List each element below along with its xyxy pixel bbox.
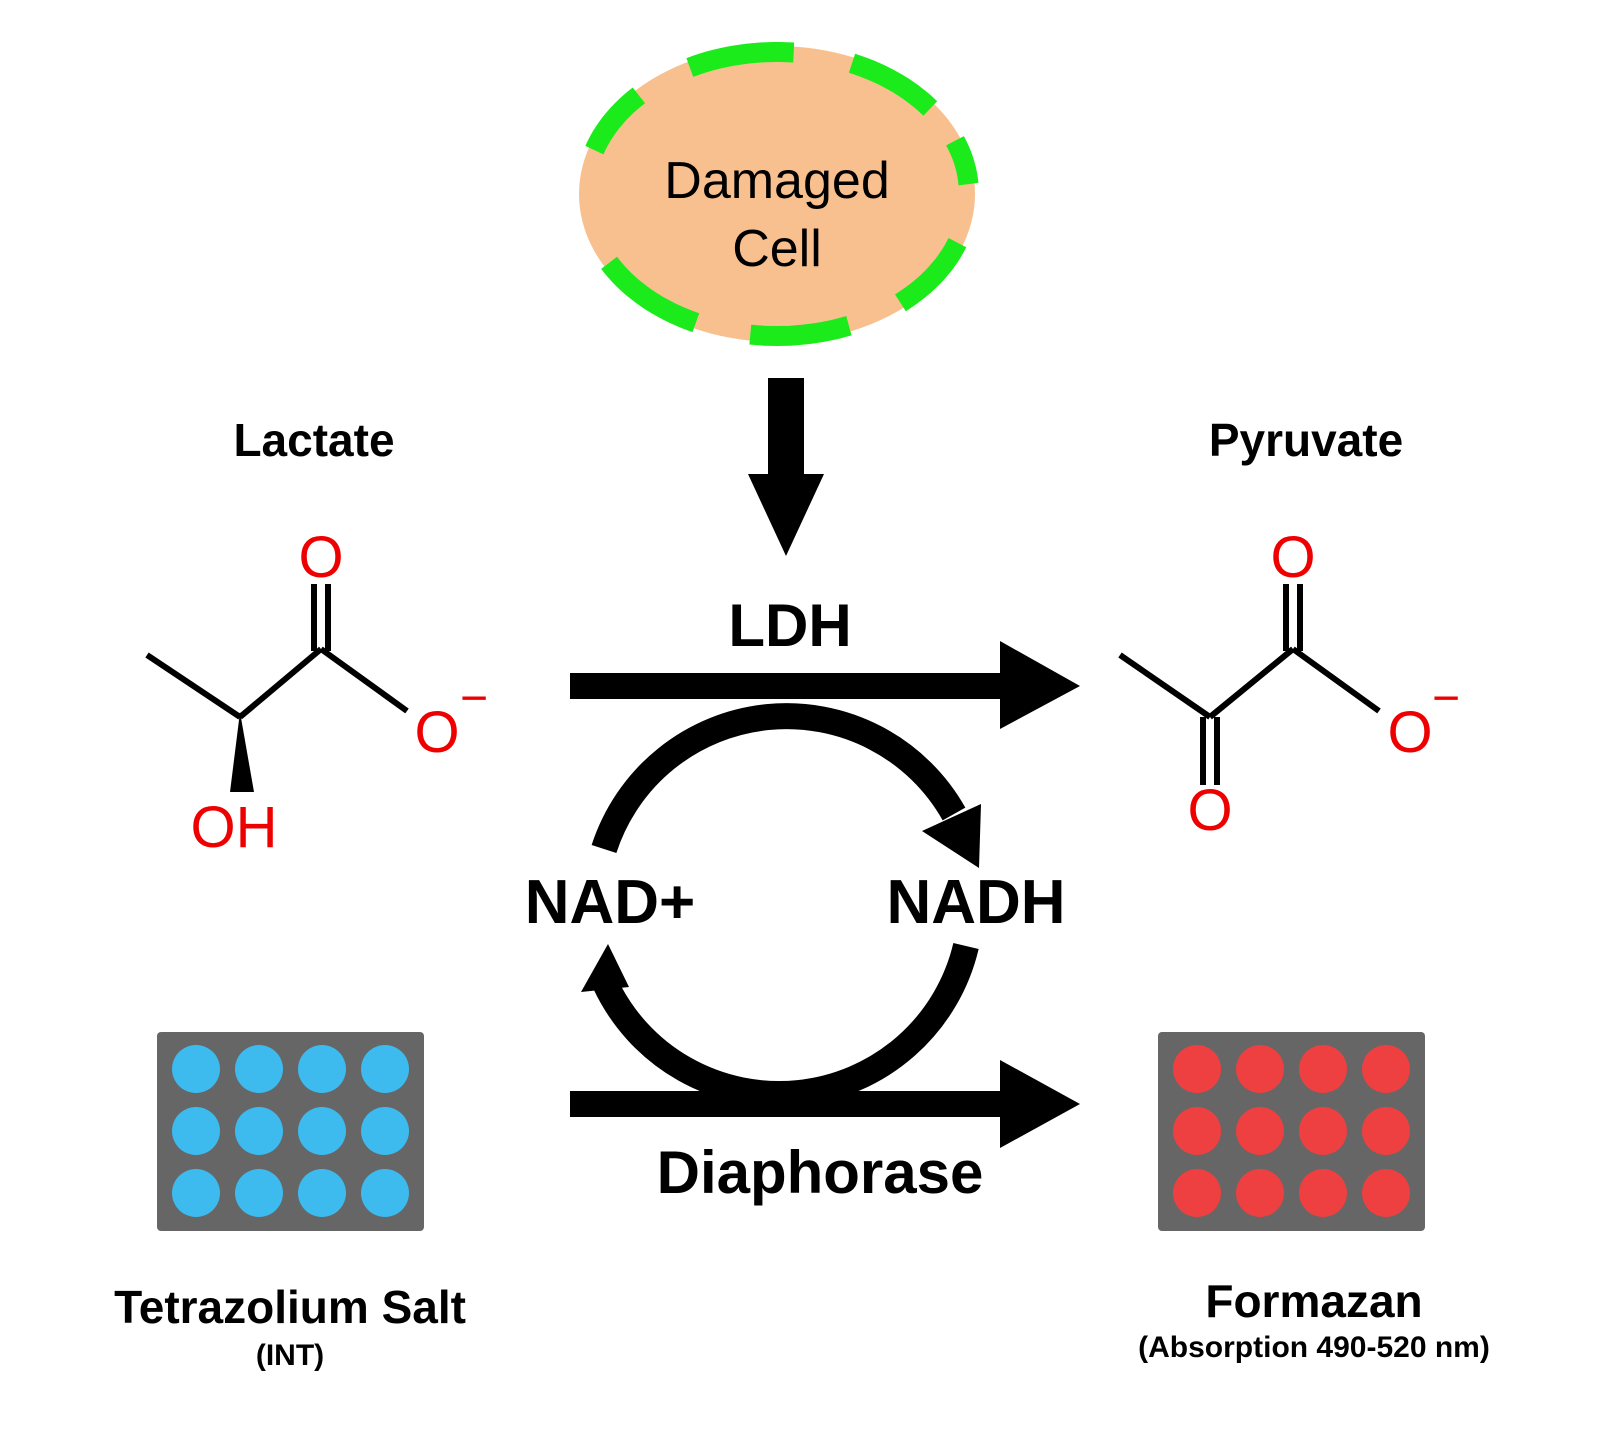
membrane-segment — [848, 53, 938, 116]
membrane-segment — [749, 316, 852, 347]
pyruvate-negative-charge: − — [1432, 672, 1460, 725]
release-arrow-head — [748, 474, 824, 556]
formazan-well — [1299, 1045, 1347, 1093]
nadh-label: NADH — [886, 868, 1065, 937]
formazan-well — [1236, 1169, 1284, 1217]
int-well — [235, 1107, 283, 1155]
lactate-bonds — [145, 584, 409, 720]
tetrazolium-plate — [157, 1032, 424, 1231]
int-well — [298, 1169, 346, 1217]
cell-membrane-segments — [585, 42, 979, 347]
cycle-arc-top — [591, 703, 966, 854]
cycle-arrowhead-to-nadh — [922, 804, 981, 868]
formazan-well — [1362, 1169, 1410, 1217]
formazan-well — [1299, 1169, 1347, 1217]
int-plate-wells — [172, 1045, 409, 1217]
tetrazolium-title: Tetrazolium Salt — [114, 1281, 466, 1333]
int-well — [298, 1107, 346, 1155]
ldh-label: LDH — [728, 592, 851, 659]
release-arrow-shaft — [768, 378, 804, 476]
diaphorase-arrow — [570, 1060, 1080, 1148]
pyruvate-title: Pyruvate — [1209, 414, 1403, 466]
formazan-plate — [1158, 1032, 1425, 1231]
lactate-wedge-bond — [230, 712, 254, 792]
cell-label-line2: Cell — [732, 220, 822, 278]
membrane-segment — [585, 87, 646, 155]
membrane-segment — [946, 136, 979, 186]
formazan-well — [1236, 1107, 1284, 1155]
int-plate-body — [157, 1032, 424, 1231]
int-well — [172, 1107, 220, 1155]
pyruvate-bonds — [1118, 584, 1381, 785]
lactate-molecule: Lactate O O − OH — [145, 414, 488, 860]
int-well — [172, 1169, 220, 1217]
membrane-segment — [894, 237, 967, 312]
ldh-arrow-shaft — [570, 673, 1010, 699]
int-well — [298, 1045, 346, 1093]
ldh-arrow-head — [1000, 641, 1080, 729]
int-well — [361, 1169, 409, 1217]
lactate-carboxylate-oxygen: O — [414, 700, 459, 765]
int-well — [235, 1169, 283, 1217]
formazan-well — [1173, 1107, 1221, 1155]
tetrazolium-subtitle: (INT) — [256, 1339, 324, 1372]
pyruvate-carbonyl-oxygen-top: O — [1270, 525, 1315, 590]
lactate-title: Lactate — [233, 414, 394, 466]
cell-body — [579, 46, 975, 342]
formazan-well — [1173, 1045, 1221, 1093]
formazan-subtitle: (Absorption 490-520 nm) — [1138, 1331, 1490, 1364]
ldh-arrow — [570, 641, 1080, 729]
lactate-hydroxyl: OH — [191, 795, 278, 860]
pyruvate-keto-oxygen: O — [1187, 778, 1232, 843]
diaphorase-label: Diaphorase — [657, 1139, 984, 1206]
formazan-well — [1362, 1045, 1410, 1093]
nad-plus-label: NAD+ — [525, 868, 696, 937]
formazan-plate-body — [1158, 1032, 1425, 1231]
formazan-well — [1236, 1045, 1284, 1093]
release-arrow — [748, 378, 824, 556]
membrane-segment — [601, 256, 700, 333]
cycle-arc-bottom — [593, 943, 979, 1108]
membrane-segment — [686, 42, 795, 77]
cell-label-line1: Damaged — [664, 152, 889, 210]
cofactor-cycle — [581, 703, 981, 1108]
lactate-negative-charge: − — [460, 672, 488, 725]
pyruvate-molecule: Pyruvate O O − O — [1118, 414, 1460, 843]
pyruvate-carboxylate-oxygen: O — [1387, 700, 1432, 765]
int-well — [235, 1045, 283, 1093]
int-well — [361, 1045, 409, 1093]
lactate-carbonyl-oxygen: O — [298, 525, 343, 590]
damaged-cell: Damaged Cell — [579, 42, 979, 347]
formazan-well — [1362, 1107, 1410, 1155]
formazan-title: Formazan — [1205, 1275, 1422, 1327]
formazan-well — [1173, 1169, 1221, 1217]
formazan-plate-wells — [1173, 1045, 1410, 1217]
int-well — [361, 1107, 409, 1155]
int-well — [172, 1045, 220, 1093]
formazan-well — [1299, 1107, 1347, 1155]
cycle-arrowhead-to-nad — [581, 944, 629, 992]
diaphorase-arrow-head — [1000, 1060, 1080, 1148]
